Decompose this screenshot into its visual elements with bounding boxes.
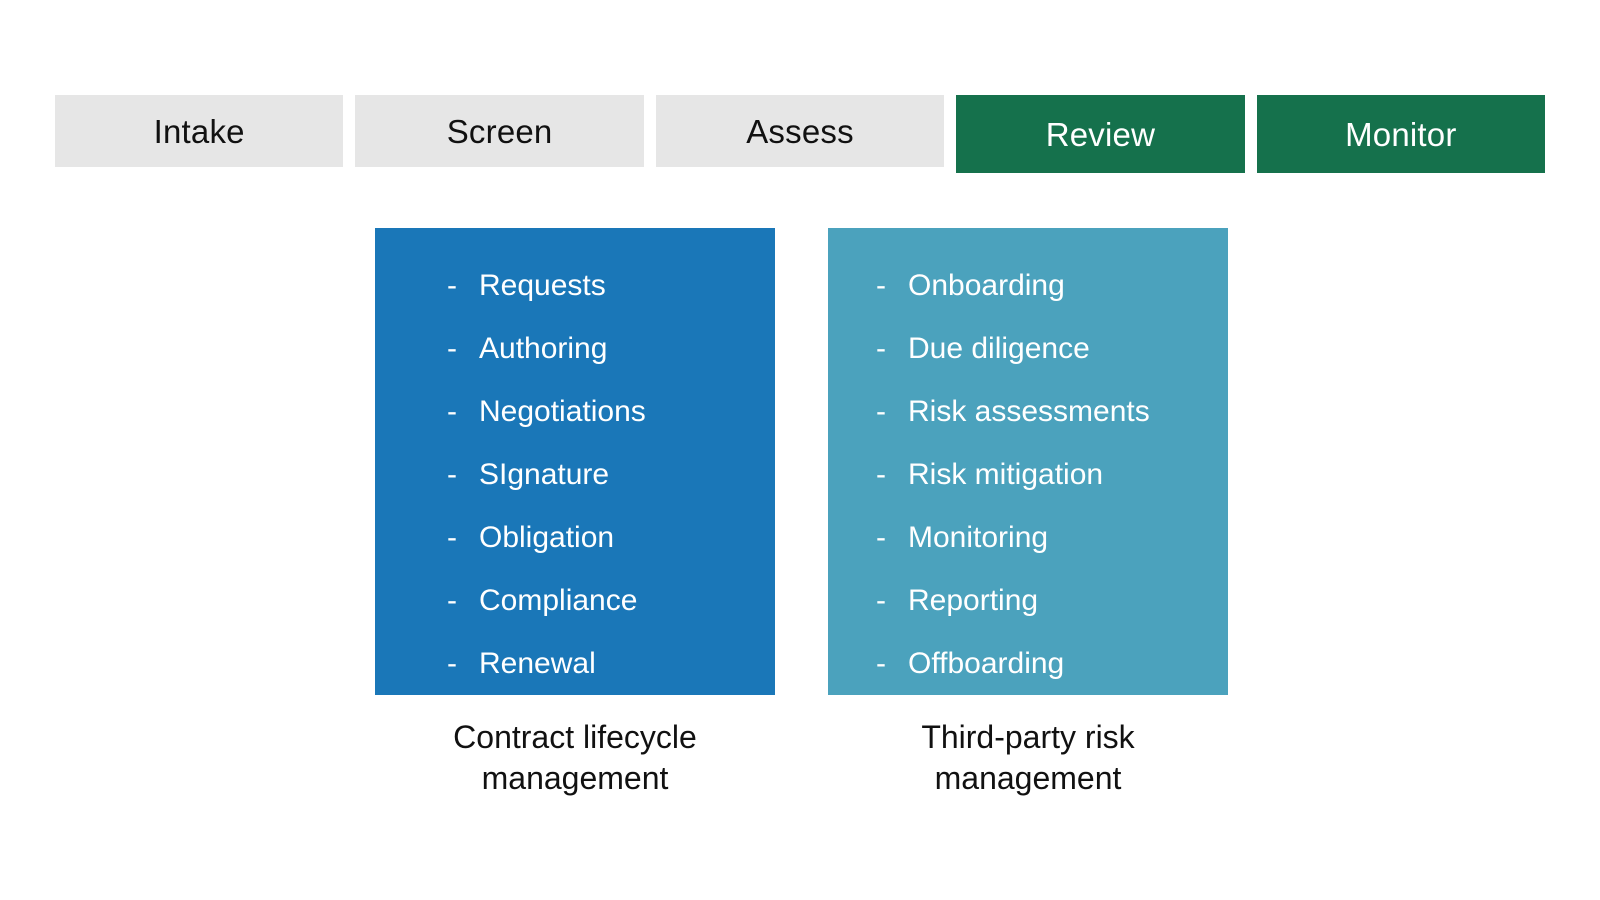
list-item-label: Negotiations	[479, 395, 646, 428]
panel-caption-contract-lifecycle: Contract lifecycle management	[375, 717, 775, 799]
list-item: - Authoring	[375, 317, 775, 380]
caption-line-2: management	[481, 760, 669, 796]
bullet-dash-icon: -	[876, 584, 886, 617]
list-item-label: Renewal	[479, 647, 596, 680]
panel-contract-lifecycle: - Requests - Authoring - Negotiations - …	[375, 228, 775, 796]
list-item-label: Due diligence	[908, 332, 1090, 365]
bullet-dash-icon: -	[876, 332, 886, 365]
bullet-dash-icon: -	[447, 521, 457, 554]
list-item-label: Monitoring	[908, 521, 1049, 554]
list-item-label: Onboarding	[908, 269, 1065, 302]
panel-list-contract-lifecycle: - Requests - Authoring - Negotiations - …	[375, 254, 775, 695]
list-item: - Offboarding	[828, 632, 1228, 695]
bullet-dash-icon: -	[876, 458, 886, 491]
list-item: - Risk assessments	[828, 380, 1228, 443]
list-item-label: Reporting	[908, 584, 1039, 617]
bullet-dash-icon: -	[447, 647, 457, 680]
list-item: - Monitoring	[828, 506, 1228, 569]
bullet-dash-icon: -	[447, 269, 457, 302]
panel-group: - Requests - Authoring - Negotiations - …	[375, 228, 1228, 796]
list-item: - SIgnature	[375, 443, 775, 506]
panel-third-party-risk: - Onboarding - Due diligence - Risk asse…	[828, 228, 1228, 796]
stage-chip-label: Screen	[446, 112, 553, 150]
stage-bar: Intake Screen Assess Review Monitor	[55, 95, 1546, 173]
panel-box-third-party-risk: - Onboarding - Due diligence - Risk asse…	[828, 228, 1228, 695]
stage-chip-monitor[interactable]: Monitor	[1256, 95, 1546, 173]
bullet-dash-icon: -	[447, 458, 457, 491]
bullet-dash-icon: -	[876, 647, 886, 680]
panel-box-contract-lifecycle: - Requests - Authoring - Negotiations - …	[375, 228, 775, 695]
list-item-label: Risk assessments	[908, 395, 1150, 428]
stage-chip-label: Review	[1045, 115, 1156, 153]
list-item: - Obligation	[375, 506, 775, 569]
bullet-dash-icon: -	[876, 395, 886, 428]
bullet-dash-icon: -	[447, 584, 457, 617]
stage-chip-intake[interactable]: Intake	[55, 95, 344, 167]
list-item: - Onboarding	[828, 254, 1228, 317]
list-item-label: Risk mitigation	[908, 458, 1104, 491]
list-item-label: Obligation	[479, 521, 615, 554]
list-item: - Negotiations	[375, 380, 775, 443]
bullet-dash-icon: -	[876, 521, 886, 554]
bullet-dash-icon: -	[447, 395, 457, 428]
caption-line-1: Third-party risk	[921, 719, 1135, 755]
list-item: - Due diligence	[828, 317, 1228, 380]
bullet-dash-icon: -	[876, 269, 886, 302]
list-item: - Compliance	[375, 569, 775, 632]
caption-line-1: Contract lifecycle	[453, 719, 697, 755]
list-item-label: Authoring	[479, 332, 608, 365]
list-item: - Renewal	[375, 632, 775, 695]
stage-chip-label: Intake	[153, 112, 245, 150]
list-item: - Reporting	[828, 569, 1228, 632]
stage-chip-label: Monitor	[1345, 115, 1457, 153]
panel-caption-third-party-risk: Third-party risk management	[828, 717, 1228, 799]
caption-line-2: management	[934, 760, 1122, 796]
panel-list-third-party-risk: - Onboarding - Due diligence - Risk asse…	[828, 254, 1228, 695]
list-item-label: Offboarding	[908, 647, 1065, 680]
list-item: - Risk mitigation	[828, 443, 1228, 506]
stage-chip-screen[interactable]: Screen	[355, 95, 644, 167]
stage-chip-label: Assess	[746, 112, 854, 150]
stage-chip-review[interactable]: Review	[956, 95, 1245, 173]
bullet-dash-icon: -	[447, 332, 457, 365]
stage-chip-assess[interactable]: Assess	[655, 95, 945, 167]
list-item: - Requests	[375, 254, 775, 317]
list-item-label: Requests	[479, 269, 606, 302]
list-item-label: SIgnature	[479, 458, 610, 491]
list-item-label: Compliance	[479, 584, 638, 617]
